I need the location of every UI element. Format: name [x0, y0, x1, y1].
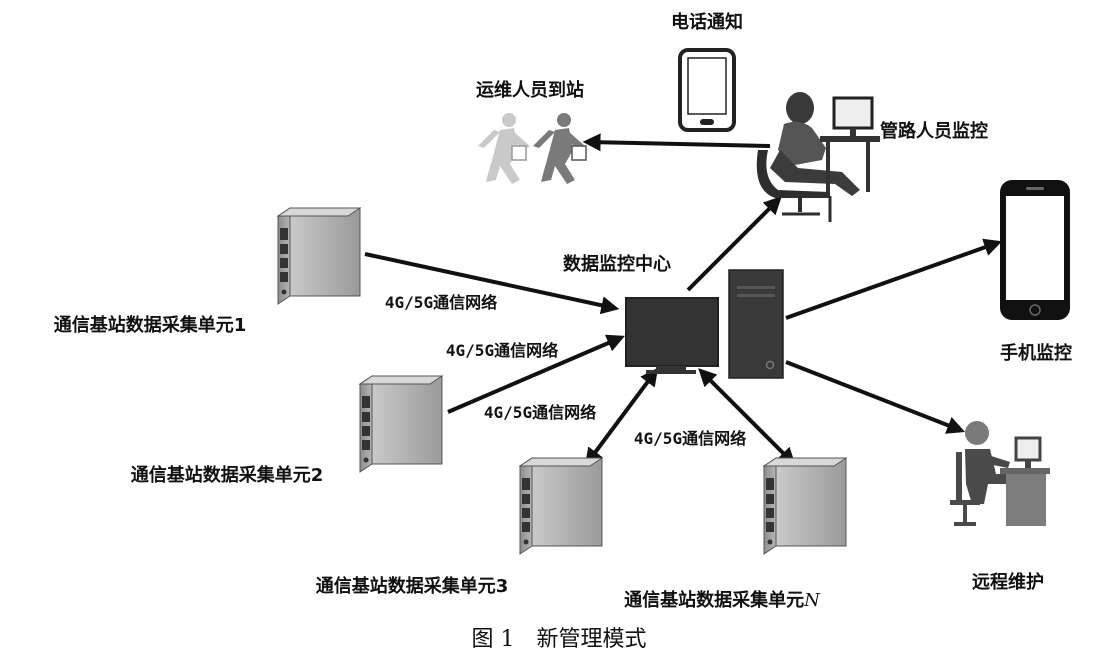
label-network-3: 4G/5G通信网络 [484, 403, 596, 422]
arrow-supervisor-to-ops [582, 133, 771, 152]
arrow-unit2-to-center [447, 334, 625, 414]
monitor-icon [625, 297, 719, 374]
tablet-icon [678, 48, 736, 132]
tower-pc-icon [728, 269, 784, 379]
remote-maintenance-icon [950, 421, 1050, 526]
arrow-unitN-center [698, 368, 796, 466]
label-remote-maintenance: 远程维护 [972, 571, 1044, 593]
figure-caption: 图 1 新管理模式 [472, 627, 647, 652]
label-unit1: 通信基站数据采集单元1 [54, 314, 247, 336]
label-data-center: 数据监控中心 [563, 253, 671, 275]
label-pipeline-monitor: 管路人员监控 [880, 120, 988, 142]
connection-arrows [364, 133, 1003, 467]
arrow-center-to-remote [785, 360, 966, 434]
label-unit2: 通信基站数据采集单元2 [131, 464, 324, 486]
server-icon-unitN [763, 457, 847, 555]
arrow-center-to-mobile [785, 238, 1003, 320]
supervisor-at-computer-icon [756, 92, 880, 222]
label-ops-to-site: 运维人员到站 [476, 79, 584, 101]
running-ops-staff-icon [478, 113, 587, 184]
server-icon-unit2 [359, 375, 443, 473]
arrow-unit1-to-center [364, 252, 620, 315]
label-network-4: 4G/5G通信网络 [634, 429, 746, 448]
label-mobile-monitor: 手机监控 [1000, 342, 1072, 364]
arrow-unit3-center [584, 367, 659, 467]
arrow-center-to-supervisor [686, 196, 782, 292]
server-icon-unit3 [519, 457, 603, 555]
smartphone-icon [1000, 180, 1070, 320]
label-unit3: 通信基站数据采集单元3 [316, 575, 509, 597]
label-unitN: 通信基站数据采集单元N [624, 589, 821, 611]
label-network-2: 4G/5G通信网络 [446, 341, 558, 360]
label-network-1: 4G/5G通信网络 [385, 293, 497, 312]
server-icon-unit1 [277, 207, 361, 305]
unitN-italic: N [803, 590, 821, 611]
label-phone-notify: 电话通知 [671, 11, 743, 33]
